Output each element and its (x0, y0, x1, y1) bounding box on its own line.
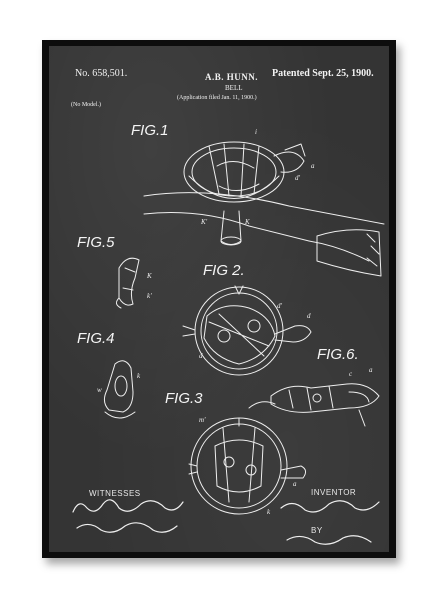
patent-number: No. 658,501. (75, 68, 128, 79)
fig1-bell-on-handlebar (143, 141, 385, 277)
svg-text:m': m' (199, 416, 206, 424)
fig5-part (115, 257, 140, 309)
svg-text:K: K (146, 272, 152, 280)
svg-text:a: a (369, 366, 373, 374)
svg-text:K: K (244, 218, 250, 226)
inventor-caption: INVENTOR (311, 488, 357, 497)
handwritten-signatures (72, 499, 380, 545)
application-date: (Application filed Jan. 11, 1900.) (177, 95, 257, 101)
svg-text:i: i (255, 128, 257, 136)
svg-text:d': d' (277, 302, 283, 310)
svg-text:c: c (349, 370, 353, 378)
svg-text:K': K' (200, 218, 208, 226)
svg-text:d': d' (295, 174, 301, 182)
svg-text:d: d (199, 352, 203, 360)
fig5-label: FIG.5 (77, 234, 115, 251)
by-caption: BY (311, 526, 323, 535)
fig3-bell-mechanism (188, 417, 307, 515)
chalkboard-print: i d' a K' K K k' d d' d k w c a (49, 46, 389, 552)
fig6-label: FIG.6. (317, 346, 359, 363)
svg-text:a: a (311, 162, 315, 170)
fig3-label: FIG.3 (165, 390, 203, 407)
patent-title: BELL (225, 84, 243, 92)
fig1-label: FIG.1 (131, 122, 169, 139)
svg-text:w: w (97, 386, 102, 394)
model-note: (No Model.) (71, 102, 101, 108)
fig4-label: FIG.4 (77, 330, 115, 347)
svg-text:k: k (267, 508, 271, 516)
fig2-bell-interior (182, 285, 312, 376)
fig2-label: FIG 2. (203, 262, 245, 279)
svg-text:a: a (293, 480, 297, 488)
patent-date: Patented Sept. 25, 1900. (272, 68, 374, 79)
frame-mat: i d' a K' K K k' d d' d k w c a (49, 46, 389, 552)
inventor-name-heading: A.B. HUNN. (205, 72, 259, 82)
fig6-parts (248, 383, 380, 427)
black-picture-frame: i d' a K' K K k' d d' d k w c a (42, 40, 396, 558)
witnesses-caption: WITNESSES (89, 489, 141, 498)
fig4-part (103, 360, 136, 419)
reference-letters: i d' a K' K K k' d d' d k w c a (97, 128, 373, 516)
svg-text:k: k (137, 372, 141, 380)
svg-text:k': k' (147, 292, 152, 300)
patent-drawings: i d' a K' K K k' d d' d k w c a (72, 128, 385, 545)
svg-text:d: d (307, 312, 311, 320)
